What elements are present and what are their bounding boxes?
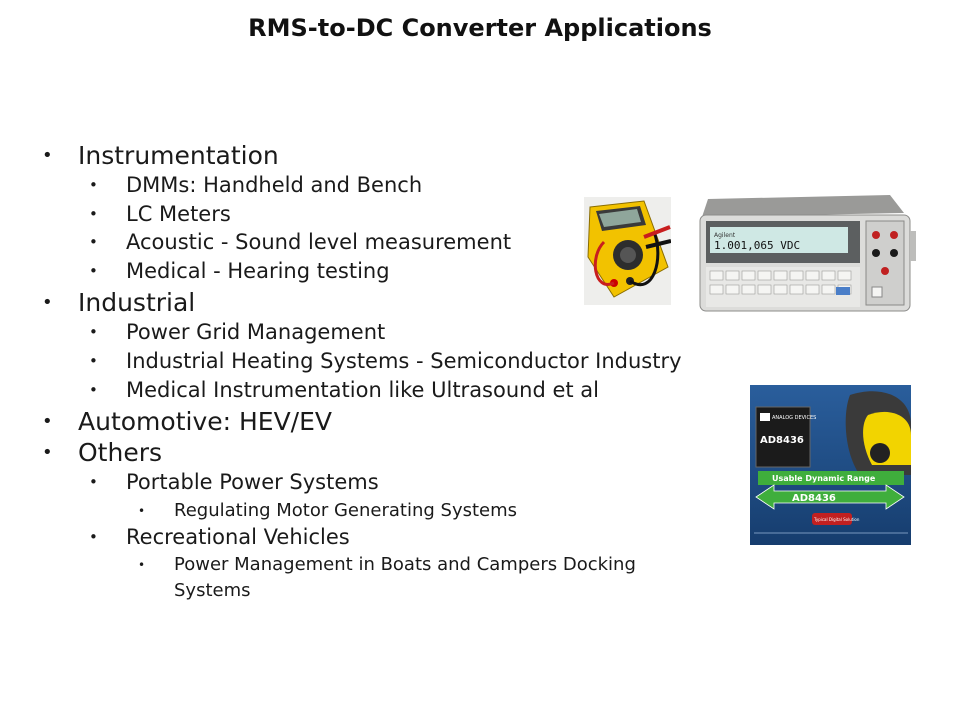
bullet-item: •Medical Instrumentation like Ultrasound… [89, 378, 600, 402]
bullet-dot-icon: • [89, 381, 98, 399]
bullet-dot-icon: • [89, 176, 98, 194]
callout-text: Typical Digital Solution [813, 517, 860, 522]
bullet-dot-icon: • [42, 145, 53, 166]
bench-meter-reading: 1.001,065 VDC [714, 239, 800, 252]
bullet-item: •Industrial [42, 288, 196, 317]
multimeter-illustration [584, 197, 671, 305]
bullet-dot-icon: • [138, 504, 146, 518]
bullet-item: •Power Grid Management [89, 320, 386, 344]
bullet-item: •Regulating Motor Generating Systems [138, 500, 518, 521]
bullet-dot-icon: • [89, 205, 98, 223]
bullet-item-continuation: Systems [174, 580, 251, 601]
bullet-item: •Power Management in Boats and Campers D… [138, 554, 636, 575]
bullet-item: •Acoustic - Sound level measurement [89, 230, 512, 254]
bullet-dot-icon: • [89, 528, 98, 546]
bullet-dot-icon: • [89, 323, 98, 341]
bullet-item: •LC Meters [89, 202, 231, 226]
bullet-item: •Medical - Hearing testing [89, 259, 390, 283]
bullet-dot-icon: • [138, 558, 146, 572]
bullet-dot-icon: • [89, 352, 98, 370]
ad8436-illustration: ANALOG DEVICES AD8436 Usable Dynamic Ran… [750, 385, 911, 545]
ad8436-chip-label: AD8436 [760, 435, 804, 446]
bullet-dot-icon: • [42, 442, 53, 463]
bullet-item: •Industrial Heating Systems - Semiconduc… [89, 349, 682, 373]
arrow-chip-label: AD8436 [792, 493, 836, 504]
bullet-dot-icon: • [89, 262, 98, 280]
bullet-item: •Others [42, 438, 163, 467]
bench-meter-illustration: Agilent 1.001,065 VDC [694, 191, 918, 315]
slide-title: RMS-to-DC Converter Applications [248, 14, 712, 42]
bench-multimeter-image: Agilent 1.001,065 VDC [694, 191, 918, 315]
bullet-item: •Portable Power Systems [89, 470, 379, 494]
handheld-multimeter-image [584, 197, 671, 305]
bullet-dot-icon: • [89, 233, 98, 251]
bullet-dot-icon: • [89, 473, 98, 491]
bullet-item: •Instrumentation [42, 141, 279, 170]
bullet-item: •Automotive: HEV/EV [42, 407, 333, 436]
bullet-dot-icon: • [42, 411, 53, 432]
bench-meter-brand: Agilent [714, 232, 736, 239]
bullet-item: •DMMs: Handheld and Bench [89, 173, 423, 197]
dynamic-range-banner: Usable Dynamic Range [772, 474, 876, 483]
bullet-item: •Recreational Vehicles [89, 525, 350, 549]
adi-logo-text: ANALOG DEVICES [772, 415, 816, 421]
bullet-dot-icon: • [42, 292, 53, 313]
ad8436-graphic: ANALOG DEVICES AD8436 Usable Dynamic Ran… [750, 385, 911, 545]
